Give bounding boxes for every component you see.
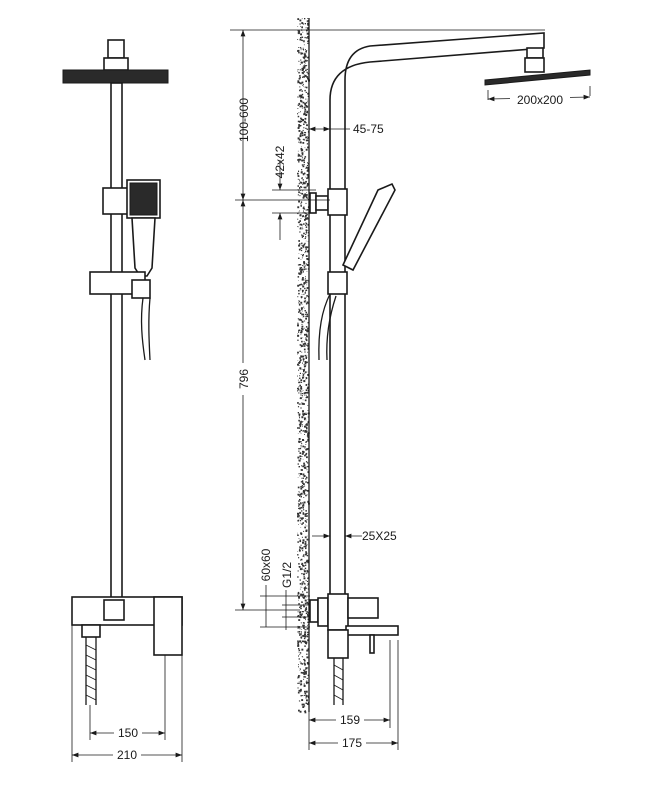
front-hose [140,297,151,361]
dim-wall-offset: 45-75 [353,122,384,136]
head-connector [107,39,125,59]
head-nut [103,57,129,71]
dim-rod-section: 25X25 [362,529,397,543]
dim-mixer-plate: 60x60 [259,548,273,581]
side-view: 100-600 796 42x42 45-75 200x200 25X25 60… [230,18,591,750]
side-rod-arm [329,32,545,600]
dim-bracket-size: 42x42 [273,145,287,178]
side-mixer-body [327,593,349,631]
front-mixer-lever [153,596,183,656]
front-slider [102,187,130,215]
side-hand-shower [341,182,396,272]
hand-shower-handle [131,217,156,277]
side-spout [345,625,399,636]
dim-inlet-spacing: 150 [118,726,138,740]
dim-head-size: 200x200 [517,93,563,107]
wall-bracket [327,188,348,216]
dim-rail-height: 796 [237,369,251,389]
front-lower-hose [85,637,97,705]
dim-thread: G1/2 [280,562,294,588]
dim-spout-depth: 159 [340,713,360,727]
side-holder [327,271,348,295]
front-view: 150 210 [62,39,183,762]
side-shower-head [484,69,591,86]
dim-mixer-width: 210 [117,748,137,762]
dim-arm-height: 100-600 [237,98,251,142]
dim-total-depth: 175 [342,736,362,750]
wall-hatch [297,18,310,714]
front-shower-head [62,69,169,84]
front-rod [110,82,123,601]
